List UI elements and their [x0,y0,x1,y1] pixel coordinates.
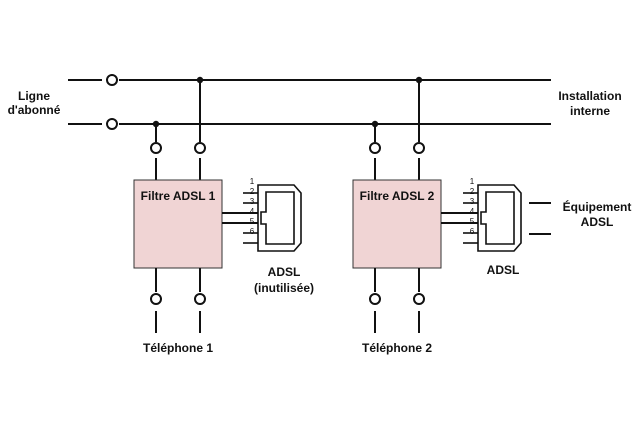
pin-number: 6 [250,227,255,236]
internal-installation-label-2: interne [570,104,610,118]
rj11-jack-1: 1 2 3 4 5 6 [243,177,302,252]
junction-dot [371,120,379,128]
pin-number: 3 [250,197,255,206]
equipment-label-1: Équipement [563,199,632,214]
filter2-output-terminal [413,293,425,305]
junction-dot [415,76,423,84]
filter2-box [352,179,442,269]
filter1-output-terminal [194,293,206,305]
filter1-box [133,179,223,269]
filter1-input-terminal [150,142,162,154]
pin-number: 5 [470,217,475,226]
subscriber-line-label-1: Ligne [18,89,50,103]
filter1-title: Filtre ADSL 1 [141,189,216,203]
pin-number: 5 [250,217,255,226]
pin-number: 1 [250,177,255,186]
internal-installation-label-1: Installation [558,89,621,103]
filter2-title: Filtre ADSL 2 [360,189,435,203]
phone1-label: Téléphone 1 [143,341,213,355]
terminal-line-a [106,74,118,86]
jack2-label: ADSL [487,263,520,277]
pin-number: 2 [250,187,255,196]
subscriber-line-label-2: d'abonné [8,103,61,117]
pin-number: 6 [470,227,475,236]
pin-number: 3 [470,197,475,206]
filter2-output-terminal [369,293,381,305]
phone2-label: Téléphone 2 [362,341,432,355]
terminal-line-b [106,118,118,130]
jack1-label-line2: (inutilisée) [254,281,314,295]
filter1-output-terminal [150,293,162,305]
jack1-label-line1: ADSL [268,265,301,279]
junction-dot [196,76,204,84]
equipment-label-2: ADSL [581,215,614,229]
pin-number: 2 [470,187,475,196]
pin-number: 4 [470,207,475,216]
filter2-input-terminal [413,142,425,154]
pin-number: 1 [470,177,475,186]
pin-number: 4 [250,207,255,216]
filter2-input-terminal [369,142,381,154]
filter1-input-terminal [194,142,206,154]
rj11-jack-2: 1 2 3 4 5 6 [463,177,522,252]
junction-dot [152,120,160,128]
